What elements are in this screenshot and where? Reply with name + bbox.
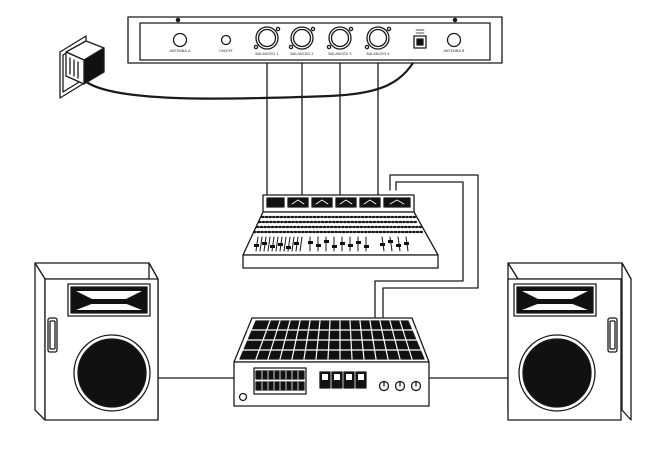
xlr-output-2[interactable]: BALANCED 2 bbox=[288, 26, 316, 56]
cables bbox=[86, 48, 509, 379]
power-plug-icon bbox=[65, 40, 105, 85]
cable-mixer-to-amp-a bbox=[382, 174, 479, 319]
amp-switches[interactable] bbox=[319, 371, 367, 389]
mixing-console-icon bbox=[242, 194, 439, 269]
power-amplifier-icon bbox=[233, 317, 430, 407]
wall-outlet-icon bbox=[59, 35, 105, 99]
xlr-output-4-label: BALANCED 4 bbox=[366, 52, 390, 56]
power-switch-label: ON/OFF bbox=[219, 49, 233, 53]
xlr-output-1-label: BALANCED 1 bbox=[255, 52, 278, 56]
antenna-right-connector[interactable]: ANTENNA B bbox=[443, 32, 465, 54]
power-inlet[interactable] bbox=[413, 29, 427, 49]
xlr-output-1[interactable]: BALANCED 1 bbox=[253, 26, 281, 56]
antenna-right-label: ANTENNA B bbox=[443, 49, 465, 53]
power-cable bbox=[86, 48, 422, 100]
antenna-left-connector[interactable]: ANTENNA A bbox=[169, 32, 191, 54]
xlr-output-4[interactable]: BALANCED 4 bbox=[364, 26, 392, 56]
antenna-left-label: ANTENNA A bbox=[169, 49, 191, 53]
xlr-output-2-label: BALANCED 2 bbox=[290, 52, 313, 56]
cable-mixer-to-amp-b bbox=[374, 181, 464, 319]
xlr-output-3[interactable]: BALANCED 3 bbox=[326, 26, 354, 56]
speaker-cabinet-icon bbox=[507, 262, 632, 421]
xlr-output-3-label: BALANCED 3 bbox=[328, 52, 351, 56]
power-switch[interactable]: ON/OFF bbox=[219, 34, 233, 54]
amp-knobs[interactable] bbox=[378, 380, 422, 392]
wireless-receiver: ANTENNA A ON/OFF BALANCED 1 BALANCED 2 B… bbox=[127, 16, 503, 64]
speaker-cabinet-icon bbox=[34, 262, 159, 421]
